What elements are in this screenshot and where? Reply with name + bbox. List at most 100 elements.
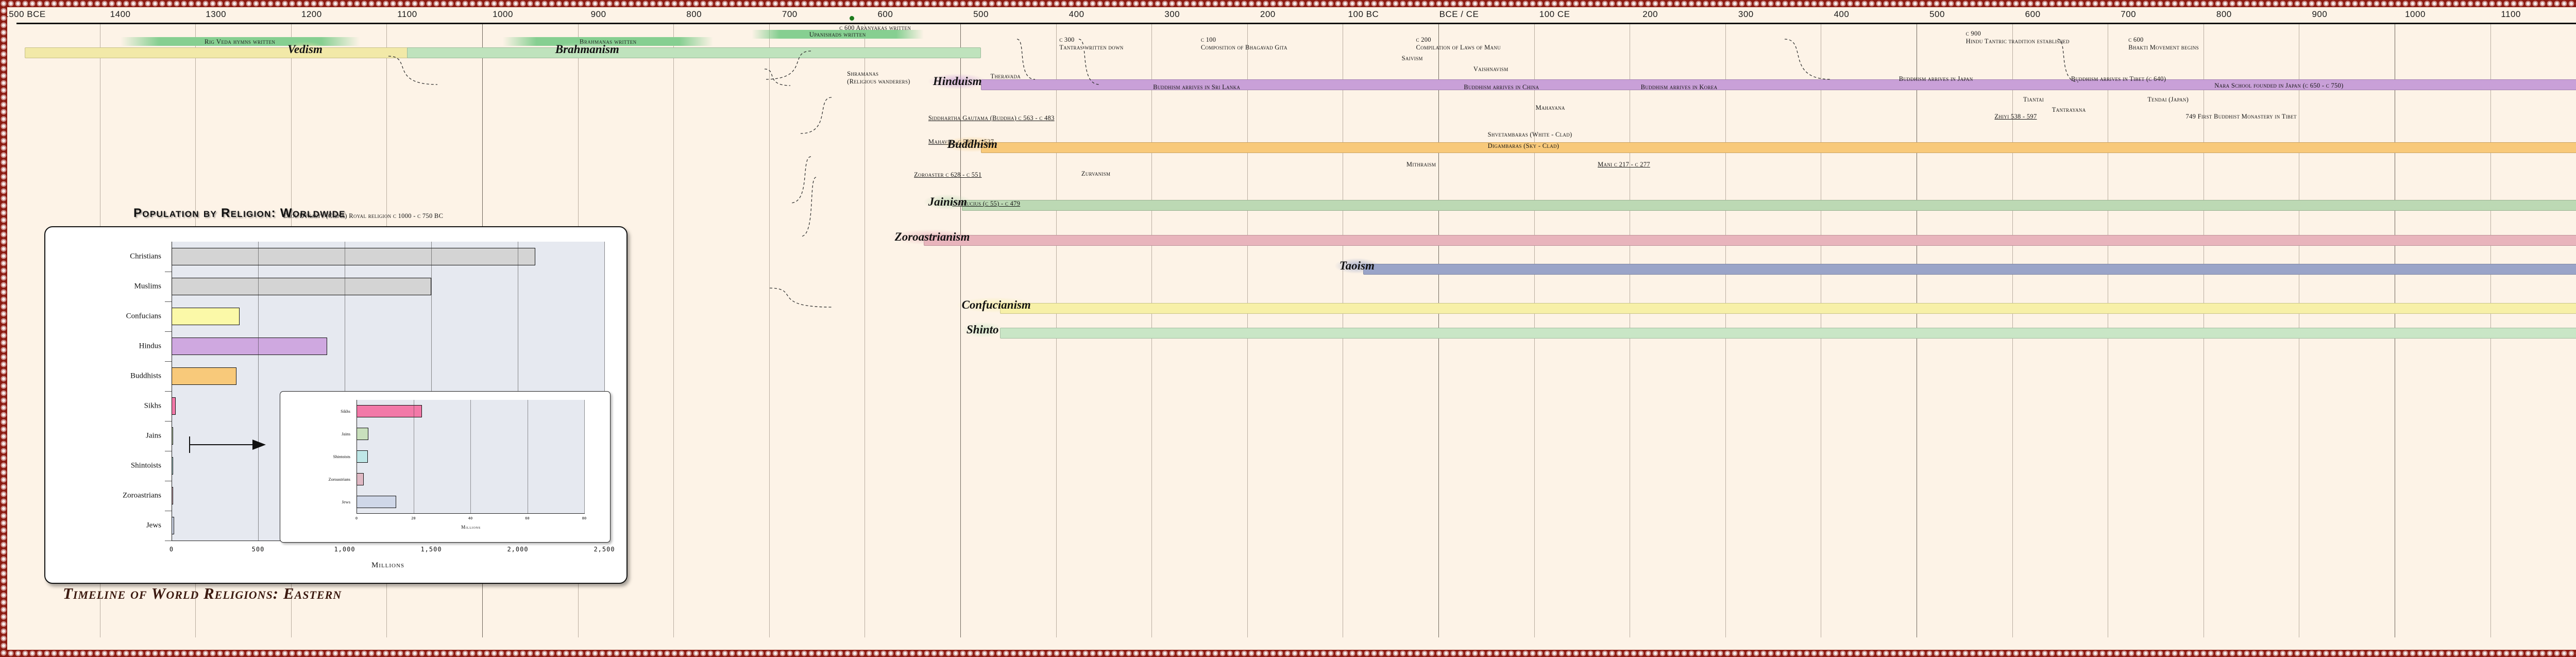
axis-gridline — [960, 24, 961, 637]
chart-bar — [172, 367, 237, 385]
chart-bar — [172, 337, 328, 356]
religion-label-jainism: Jainism — [923, 194, 972, 210]
chart-y-tick — [165, 391, 172, 392]
timeline-event: Buddhism arrives in Sri Lanka — [1153, 83, 1241, 91]
inset-x-tick-label: 20 — [411, 516, 416, 520]
inset-x-tick-label: 0 — [355, 516, 358, 520]
event-marker-dot — [850, 16, 855, 21]
frame-border-left — [0, 0, 7, 657]
inset-category-label: Shintoists — [333, 454, 350, 459]
religion-label-shinto: Shinto — [961, 322, 1004, 338]
chart-y-tick — [165, 361, 172, 362]
event-line: (Religious wanderers) — [847, 78, 910, 85]
timeline-event: Mithraism — [1406, 161, 1436, 168]
axis-tick-label: 600 — [2025, 9, 2041, 19]
timeline-event: Zurvanism — [1081, 170, 1111, 177]
inset-zoom-arrow — [189, 436, 266, 453]
event-line: c 300 — [1059, 36, 1075, 43]
axis-tick-label: 300 — [1164, 9, 1180, 19]
axis-tick-label: 800 — [686, 9, 702, 19]
axis-tick-label: 900 — [2312, 9, 2328, 19]
chart-x-tick-label: 500 — [251, 546, 265, 553]
chart-bar — [172, 516, 174, 535]
timeline-event: Mahayana — [1535, 104, 1565, 111]
timeline-event: 749 First Buddhist Monastery in Tibet — [2185, 113, 2297, 120]
chart-bar — [172, 247, 535, 266]
timeline-event: Buddhism arrives in China — [1464, 83, 1539, 91]
chart-x-tick-label: 2,500 — [594, 546, 615, 553]
event-band-label: Upanishads written — [809, 30, 866, 38]
inset-x-tick-label: 40 — [468, 516, 473, 520]
event-line: Bhakti Movement begins — [2128, 44, 2199, 51]
inset-category-label: Jews — [342, 499, 350, 504]
timeline-event: Zhiyi 538 - 597 — [1994, 113, 2037, 120]
chart-bar — [172, 397, 176, 415]
religion-band-hinduism — [981, 79, 2576, 90]
chart-x-tick-label: 2,000 — [507, 546, 529, 553]
event-line: Shramanas — [847, 70, 879, 77]
axis-tick-label: 1300 — [206, 9, 227, 19]
chart-bar — [172, 457, 173, 475]
axis-tick-label: 400 — [1834, 9, 1850, 19]
axis-tick-label: 1200 — [301, 9, 322, 19]
axis-tick-label: 900 — [590, 9, 606, 19]
religion-label-taoism: Taoism — [1334, 258, 1379, 274]
chart-category-label: Sikhs — [144, 401, 161, 410]
inset-category-label: Sikhs — [341, 409, 350, 414]
chart-category-label: Muslims — [134, 282, 161, 291]
timeline-event: Nara School founded in Japan (c 650 - c … — [2214, 82, 2344, 89]
axis-tick-label: 100 BC — [1348, 9, 1379, 19]
axis-tick-label: 500 — [973, 9, 989, 19]
poster-title: Timeline of World Religions: Eastern — [63, 584, 342, 602]
inset-bar — [357, 450, 368, 463]
event-line: Tantras written down — [1059, 44, 1124, 51]
timeline-event: Buddhism arrives in Korea — [1640, 83, 1718, 91]
frame-border-top — [0, 0, 2576, 7]
chart-y-tick — [165, 331, 172, 332]
axis-gridline — [673, 24, 674, 637]
axis-tick-label: 1500 BCE — [7, 9, 46, 19]
inset-gridline — [470, 400, 471, 513]
axis-tick-label: 1000 — [493, 9, 513, 19]
inset-bar — [357, 405, 422, 418]
religion-label-brahmanism: Brahmanism — [550, 42, 624, 57]
axis-gridline — [769, 24, 770, 637]
chart-category-label: Zoroastrians — [123, 491, 161, 500]
chart-title: Population by Religion: Worldwide — [133, 206, 346, 220]
axis-tick-label: 800 — [2216, 9, 2232, 19]
religion-label-buddhism: Buddhism — [942, 137, 1002, 152]
chart-category-label: Christians — [130, 252, 161, 261]
chart-y-tick — [165, 421, 172, 422]
timeline-event: Tiantai — [2023, 96, 2044, 103]
axis-tick-label: 200 — [1260, 9, 1276, 19]
religion-label-zoroastrianism: Zoroastrianism — [890, 229, 975, 245]
chart-bar — [172, 427, 173, 445]
timeline-event: Tantrayana — [2052, 106, 2086, 113]
chart-category-label: Jains — [146, 431, 161, 440]
chart-bar — [172, 307, 240, 326]
axis-tick-label: 700 — [2121, 9, 2137, 19]
chart-x-tick-label: 0 — [169, 546, 174, 553]
inset-category-label: Jains — [342, 431, 350, 436]
chart-bar — [172, 486, 173, 505]
religion-band-jainism — [961, 200, 2576, 211]
event-line: Compilation of Laws of Manu — [1416, 44, 1501, 51]
timeline-event: Siddhartha Gautama (Buddha) c 563 - c 48… — [928, 114, 1055, 122]
religion-band-zoroastrianism — [923, 235, 2576, 246]
axis-tick-label: 100 CE — [1539, 9, 1570, 19]
timeline-event: Buddhism arrives in Japan — [1899, 75, 1973, 82]
chart-category-label: Hindus — [139, 342, 161, 350]
axis-tick-label: 700 — [782, 9, 798, 19]
inset-x-tick-label: 60 — [525, 516, 530, 520]
event-band-label: Rig Veda hymns written — [204, 37, 276, 45]
timeline-event: Mani c 217 - c 277 — [1598, 161, 1650, 168]
inset-x-axis-title: Millions — [461, 525, 481, 530]
timeline-event: Theravada — [990, 73, 1021, 80]
inset-category-label: Zoroastrians — [328, 477, 351, 482]
